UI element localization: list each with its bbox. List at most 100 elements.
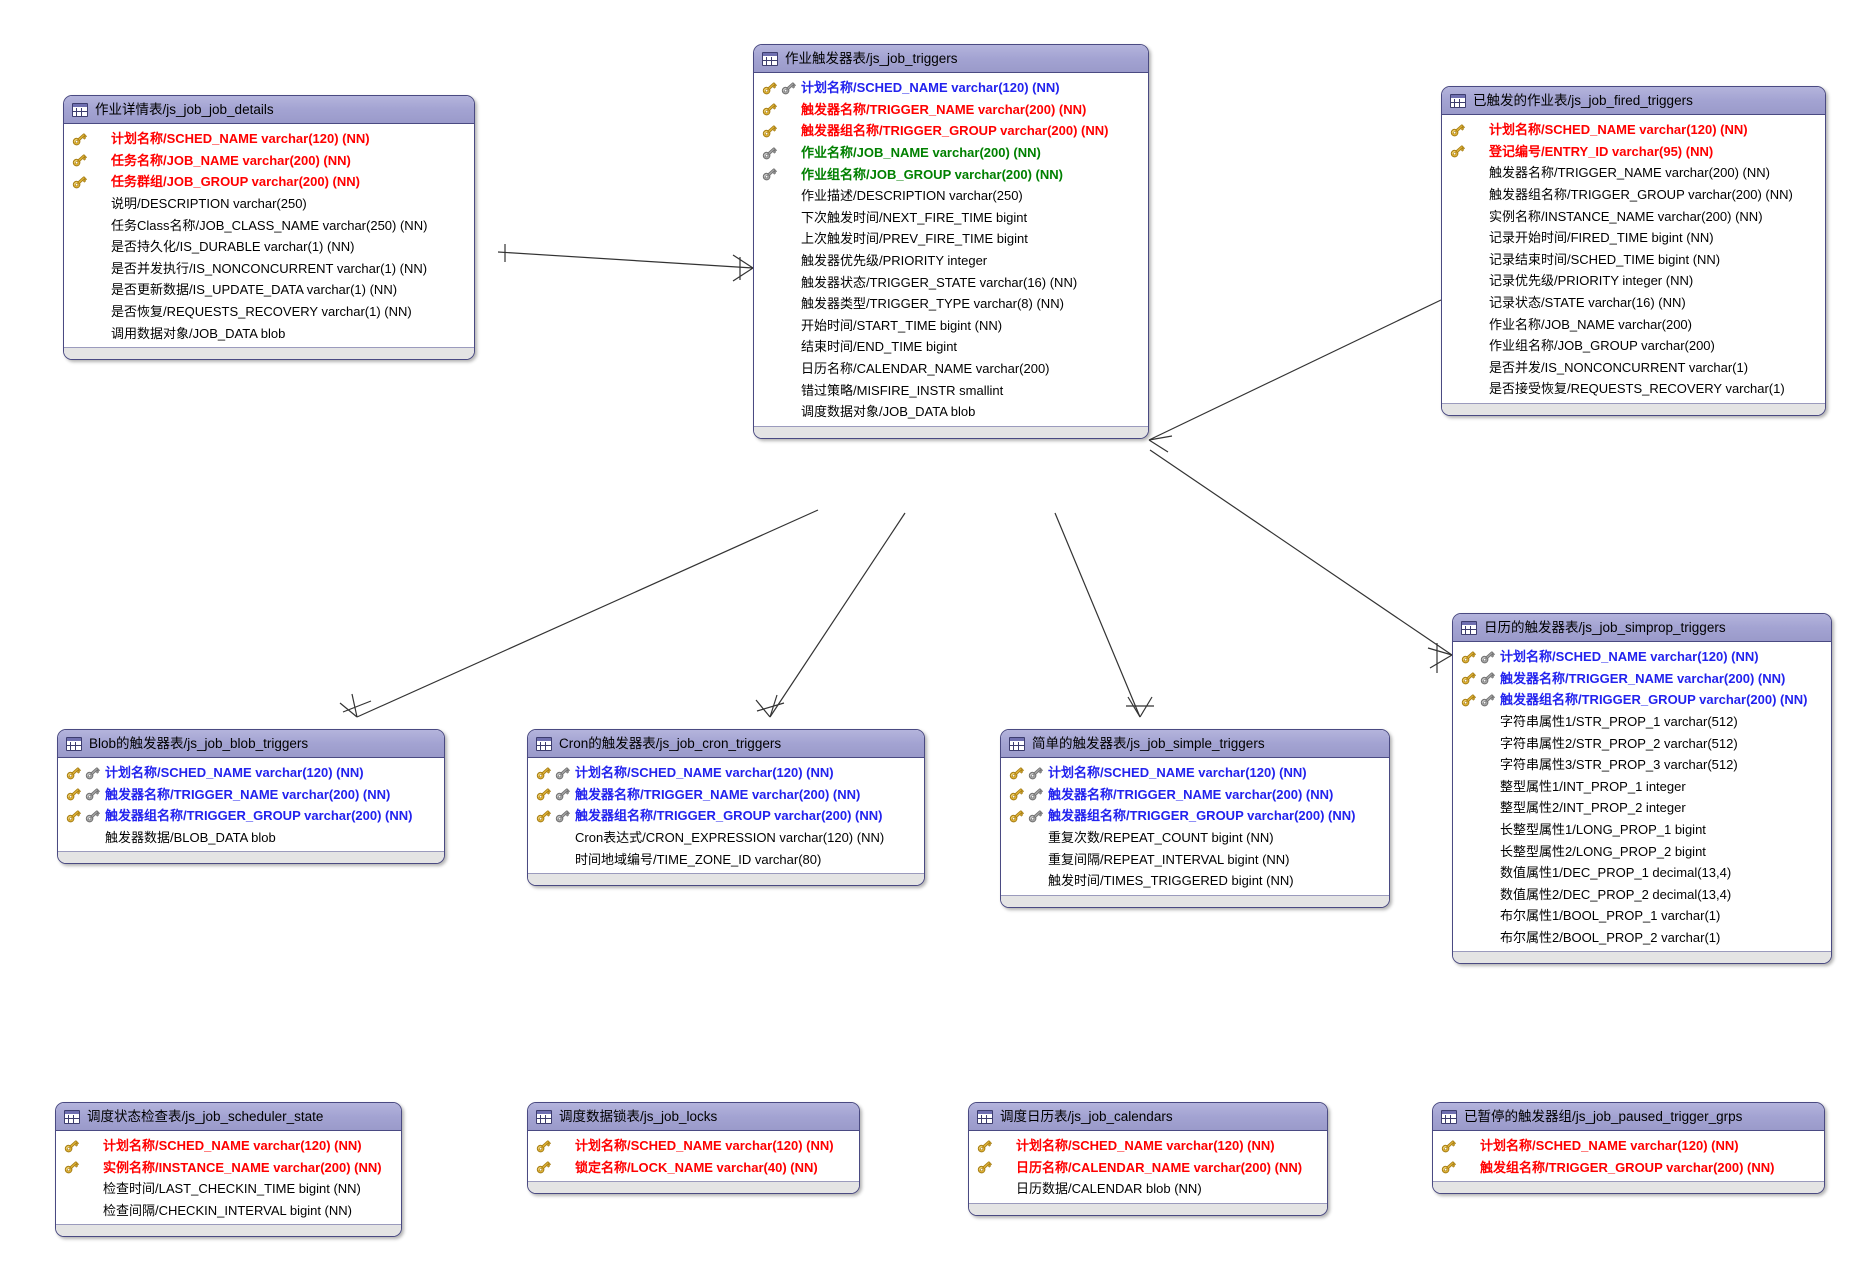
entity-locks[interactable]: 调度数据锁表/js_job_locks 计划名称/SCHED_NAME varch… <box>527 1102 860 1195</box>
entity-scheduler_state[interactable]: 调度状态检查表/js_job_scheduler_state 计划名称/SCHED… <box>55 1102 402 1238</box>
column-row[interactable]: 触发器组名称/TRIGGER_GROUP varchar(200) (NN) <box>1442 184 1825 206</box>
column-row[interactable]: 上次触发时间/PREV_FIRE_TIME bigint <box>754 228 1148 250</box>
column-row[interactable]: 任务Class名称/JOB_CLASS_NAME varchar(250) (N… <box>64 214 474 236</box>
column-row[interactable]: 结束时间/END_TIME bigint <box>754 336 1148 358</box>
column-row[interactable]: 数值属性1/DEC_PROP_1 decimal(13,4) <box>1453 862 1831 884</box>
column-row[interactable]: 记录开始时间/FIRED_TIME bigint (NN) <box>1442 227 1825 249</box>
column-row[interactable]: 布尔属性1/BOOL_PROP_1 varchar(1) <box>1453 905 1831 927</box>
column-row[interactable]: Cron表达式/CRON_EXPRESSION varchar(120) (NN… <box>528 827 924 849</box>
column-row[interactable]: 触发器名称/TRIGGER_NAME varchar(200) (NN) <box>1453 668 1831 690</box>
column-row[interactable]: 触发器组名称/TRIGGER_GROUP varchar(200) (NN) <box>1453 689 1831 711</box>
entity-calendars[interactable]: 调度日历表/js_job_calendars 计划名称/SCHED_NAME va… <box>968 1102 1328 1216</box>
entity-simprop_triggers[interactable]: 日历的触发器表/js_job_simprop_triggers 计划名称/SCHE… <box>1452 613 1832 965</box>
column-row[interactable]: 计划名称/SCHED_NAME varchar(120) (NN) <box>1442 119 1825 141</box>
column-row[interactable]: 检查时间/LAST_CHECKIN_TIME bigint (NN) <box>56 1178 401 1200</box>
column-row[interactable]: 布尔属性2/BOOL_PROP_2 varchar(1) <box>1453 927 1831 949</box>
column-row[interactable]: 时间地域编号/TIME_ZONE_ID varchar(80) <box>528 848 924 870</box>
entity-job_details[interactable]: 作业详情表/js_job_job_details 计划名称/SCHED_NAME … <box>63 95 475 360</box>
column-row[interactable]: 日历名称/CALENDAR_NAME varchar(200) (NN) <box>969 1157 1327 1179</box>
column-row[interactable]: 计划名称/SCHED_NAME varchar(120) (NN) <box>1433 1135 1824 1157</box>
column-row[interactable]: 记录优先级/PRIORITY integer (NN) <box>1442 270 1825 292</box>
entity-header-job_details[interactable]: 作业详情表/js_job_job_details <box>64 96 474 124</box>
entity-header-scheduler_state[interactable]: 调度状态检查表/js_job_scheduler_state <box>56 1103 401 1131</box>
column-row[interactable]: 实例名称/INSTANCE_NAME varchar(200) (NN) <box>1442 205 1825 227</box>
column-row[interactable]: 触发器名称/TRIGGER_NAME varchar(200) (NN) <box>528 784 924 806</box>
column-row[interactable]: 触发器状态/TRIGGER_STATE varchar(16) (NN) <box>754 271 1148 293</box>
column-row[interactable]: 触发器组名称/TRIGGER_GROUP varchar(200) (NN) <box>58 805 444 827</box>
column-row[interactable]: 日历名称/CALENDAR_NAME varchar(200) <box>754 358 1148 380</box>
column-row[interactable]: 记录结束时间/SCHED_TIME bigint (NN) <box>1442 249 1825 271</box>
column-row[interactable]: 计划名称/SCHED_NAME varchar(120) (NN) <box>1001 762 1389 784</box>
column-row[interactable]: 作业名称/JOB_NAME varchar(200) (NN) <box>754 142 1148 164</box>
entity-header-simple_triggers[interactable]: 简单的触发器表/js_job_simple_triggers <box>1001 730 1389 758</box>
column-row[interactable]: 触发器组名称/TRIGGER_GROUP varchar(200) (NN) <box>1001 805 1389 827</box>
column-row[interactable]: 错过策略/MISFIRE_INSTR smallint <box>754 379 1148 401</box>
entity-header-blob_triggers[interactable]: Blob的触发器表/js_job_blob_triggers <box>58 730 444 758</box>
entity-header-cron_triggers[interactable]: Cron的触发器表/js_job_cron_triggers <box>528 730 924 758</box>
entity-simple_triggers[interactable]: 简单的触发器表/js_job_simple_triggers 计划名称/SCHED… <box>1000 729 1390 908</box>
column-row[interactable]: 锁定名称/LOCK_NAME varchar(40) (NN) <box>528 1157 859 1179</box>
column-row[interactable]: 触发时间/TIMES_TRIGGERED bigint (NN) <box>1001 870 1389 892</box>
column-row[interactable]: 触发器数据/BLOB_DATA blob <box>58 827 444 849</box>
column-row[interactable]: 计划名称/SCHED_NAME varchar(120) (NN) <box>969 1135 1327 1157</box>
column-row[interactable]: 长整型属性1/LONG_PROP_1 bigint <box>1453 819 1831 841</box>
column-row[interactable]: 任务群组/JOB_GROUP varchar(200) (NN) <box>64 171 474 193</box>
column-row[interactable]: 任务名称/JOB_NAME varchar(200) (NN) <box>64 150 474 172</box>
column-row[interactable]: 触发器组名称/TRIGGER_GROUP varchar(200) (NN) <box>754 120 1148 142</box>
column-row[interactable]: 作业描述/DESCRIPTION varchar(250) <box>754 185 1148 207</box>
column-row[interactable]: 计划名称/SCHED_NAME varchar(120) (NN) <box>64 128 474 150</box>
column-row[interactable]: 触发器名称/TRIGGER_NAME varchar(200) (NN) <box>1001 784 1389 806</box>
column-row[interactable]: 整型属性2/INT_PROP_2 integer <box>1453 797 1831 819</box>
entity-job_triggers[interactable]: 作业触发器表/js_job_triggers 计划名称/SCHED_NAME va… <box>753 44 1149 439</box>
entity-header-fired_triggers[interactable]: 已触发的作业表/js_job_fired_triggers <box>1442 87 1825 115</box>
column-row[interactable]: 调用数据对象/JOB_DATA blob <box>64 322 474 344</box>
column-row[interactable]: 计划名称/SCHED_NAME varchar(120) (NN) <box>528 762 924 784</box>
column-row[interactable]: 长整型属性2/LONG_PROP_2 bigint <box>1453 840 1831 862</box>
column-row[interactable]: 检查间隔/CHECKIN_INTERVAL bigint (NN) <box>56 1200 401 1222</box>
entity-fired_triggers[interactable]: 已触发的作业表/js_job_fired_triggers 计划名称/SCHED_… <box>1441 86 1826 416</box>
entity-header-locks[interactable]: 调度数据锁表/js_job_locks <box>528 1103 859 1131</box>
column-row[interactable]: 作业名称/JOB_NAME varchar(200) <box>1442 313 1825 335</box>
column-row[interactable]: 是否并发/IS_NONCONCURRENT varchar(1) <box>1442 357 1825 379</box>
entity-header-paused_trigger_grps[interactable]: 已暂停的触发器组/js_job_paused_trigger_grps <box>1433 1103 1824 1131</box>
entity-cron_triggers[interactable]: Cron的触发器表/js_job_cron_triggers 计划名称/SCHED… <box>527 729 925 886</box>
column-row[interactable]: 开始时间/START_TIME bigint (NN) <box>754 315 1148 337</box>
column-row[interactable]: 触发器类型/TRIGGER_TYPE varchar(8) (NN) <box>754 293 1148 315</box>
column-row[interactable]: 是否恢复/REQUESTS_RECOVERY varchar(1) (NN) <box>64 301 474 323</box>
column-row[interactable]: 调度数据对象/JOB_DATA blob <box>754 401 1148 423</box>
column-row[interactable]: 计划名称/SCHED_NAME varchar(120) (NN) <box>754 77 1148 99</box>
column-row[interactable]: 说明/DESCRIPTION varchar(250) <box>64 193 474 215</box>
column-row[interactable]: 实例名称/INSTANCE_NAME varchar(200) (NN) <box>56 1157 401 1179</box>
column-row[interactable]: 字符串属性2/STR_PROP_2 varchar(512) <box>1453 732 1831 754</box>
column-row[interactable]: 下次触发时间/NEXT_FIRE_TIME bigint <box>754 207 1148 229</box>
column-row[interactable]: 是否更新数据/IS_UPDATE_DATA varchar(1) (NN) <box>64 279 474 301</box>
column-row[interactable]: 触发组名称/TRIGGER_GROUP varchar(200) (NN) <box>1433 1157 1824 1179</box>
column-row[interactable]: 字符串属性3/STR_PROP_3 varchar(512) <box>1453 754 1831 776</box>
column-row[interactable]: 计划名称/SCHED_NAME varchar(120) (NN) <box>56 1135 401 1157</box>
entity-header-simprop_triggers[interactable]: 日历的触发器表/js_job_simprop_triggers <box>1453 614 1831 642</box>
column-row[interactable]: 触发器组名称/TRIGGER_GROUP varchar(200) (NN) <box>528 805 924 827</box>
column-row[interactable]: 记录状态/STATE varchar(16) (NN) <box>1442 292 1825 314</box>
column-row[interactable]: 触发器名称/TRIGGER_NAME varchar(200) (NN) <box>58 784 444 806</box>
column-row[interactable]: 触发器名称/TRIGGER_NAME varchar(200) (NN) <box>754 99 1148 121</box>
column-row[interactable]: 整型属性1/INT_PROP_1 integer <box>1453 776 1831 798</box>
column-row[interactable]: 计划名称/SCHED_NAME varchar(120) (NN) <box>58 762 444 784</box>
column-row[interactable]: 作业组名称/JOB_GROUP varchar(200) <box>1442 335 1825 357</box>
entity-header-job_triggers[interactable]: 作业触发器表/js_job_triggers <box>754 45 1148 73</box>
column-row[interactable]: 触发器优先级/PRIORITY integer <box>754 250 1148 272</box>
column-row[interactable]: 重复次数/REPEAT_COUNT bigint (NN) <box>1001 827 1389 849</box>
column-row[interactable]: 计划名称/SCHED_NAME varchar(120) (NN) <box>1453 646 1831 668</box>
column-row[interactable]: 是否接受恢复/REQUESTS_RECOVERY varchar(1) <box>1442 378 1825 400</box>
column-row[interactable]: 日历数据/CALENDAR blob (NN) <box>969 1178 1327 1200</box>
entity-blob_triggers[interactable]: Blob的触发器表/js_job_blob_triggers 计划名称/SCHED… <box>57 729 445 865</box>
column-row[interactable]: 字符串属性1/STR_PROP_1 varchar(512) <box>1453 711 1831 733</box>
column-row[interactable]: 数值属性2/DEC_PROP_2 decimal(13,4) <box>1453 884 1831 906</box>
column-row[interactable]: 重复间隔/REPEAT_INTERVAL bigint (NN) <box>1001 848 1389 870</box>
column-row[interactable]: 是否持久化/IS_DURABLE varchar(1) (NN) <box>64 236 474 258</box>
column-row[interactable]: 触发器名称/TRIGGER_NAME varchar(200) (NN) <box>1442 162 1825 184</box>
column-row[interactable]: 计划名称/SCHED_NAME varchar(120) (NN) <box>528 1135 859 1157</box>
column-row[interactable]: 登记编号/ENTRY_ID varchar(95) (NN) <box>1442 141 1825 163</box>
entity-header-calendars[interactable]: 调度日历表/js_job_calendars <box>969 1103 1327 1131</box>
column-row[interactable]: 是否并发执行/IS_NONCONCURRENT varchar(1) (NN) <box>64 258 474 280</box>
column-row[interactable]: 作业组名称/JOB_GROUP varchar(200) (NN) <box>754 163 1148 185</box>
